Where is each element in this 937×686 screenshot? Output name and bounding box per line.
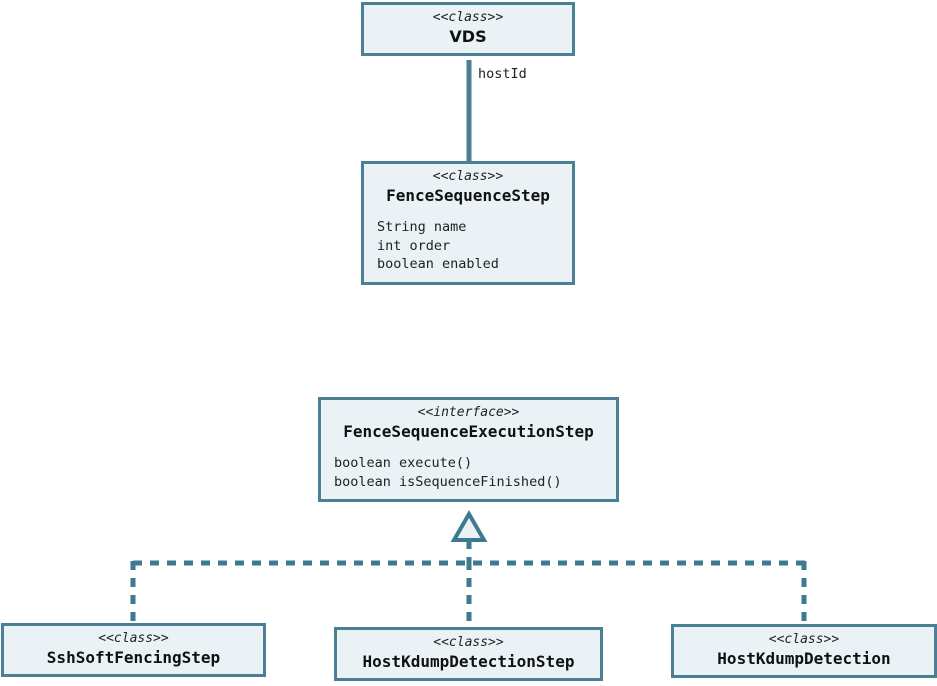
realization-triangle-arrowhead [450,509,488,542]
uml-class-vds[interactable]: <<class>> VDS [361,2,575,56]
uml-operation-list: boolean execute() boolean isSequenceFini… [321,448,616,499]
association-label-hostid: hostId [478,66,527,82]
uml-class-sshsoftfencingstep[interactable]: <<class>> SshSoftFencingStep [1,623,266,677]
uml-operation: boolean isSequenceFinished() [334,473,562,490]
uml-interface-header: <<interface>> FenceSequenceExecutionStep [321,400,616,448]
uml-class-header: <<class>> SshSoftFencingStep [4,626,263,674]
uml-class-hostkdumpdetectionstep[interactable]: <<class>> HostKdumpDetectionStep [334,627,603,681]
uml-class-name: VDS [449,27,487,46]
uml-stereotype: <<class>> [432,10,504,25]
uml-class-name: HostKdumpDetection [717,649,891,668]
uml-class-name: HostKdumpDetectionStep [362,652,575,671]
uml-stereotype: <<interface>> [417,405,520,420]
uml-attribute-list: String name int order boolean enabled [364,212,572,282]
uml-interface-fencesequenceexecutionstep[interactable]: <<interface>> FenceSequenceExecutionStep… [318,397,619,502]
uml-class-header: <<class>> HostKdumpDetectionStep [337,630,600,678]
uml-class-header: <<class>> HostKdumpDetection [674,627,934,675]
uml-class-name: FenceSequenceStep [386,186,550,205]
uml-class-hostkdumpdetection[interactable]: <<class>> HostKdumpDetection [671,624,937,678]
uml-class-header: <<class>> FenceSequenceStep [364,164,572,212]
uml-attribute: boolean enabled [377,256,499,272]
uml-attribute: String name [377,219,467,235]
uml-class-header: <<class>> VDS [364,5,572,53]
uml-operation: boolean execute() [334,455,473,471]
uml-stereotype: <<class>> [433,635,504,650]
uml-stereotype: <<class>> [98,631,169,646]
uml-attribute: int order [377,237,451,254]
uml-class-name: SshSoftFencingStep [46,648,221,667]
uml-class-fencesequencestep[interactable]: <<class>> FenceSequenceStep String name … [361,161,575,285]
uml-stereotype: <<class>> [432,169,504,184]
uml-stereotype: <<class>> [768,632,840,647]
uml-interface-name: FenceSequenceExecutionStep [343,422,594,441]
